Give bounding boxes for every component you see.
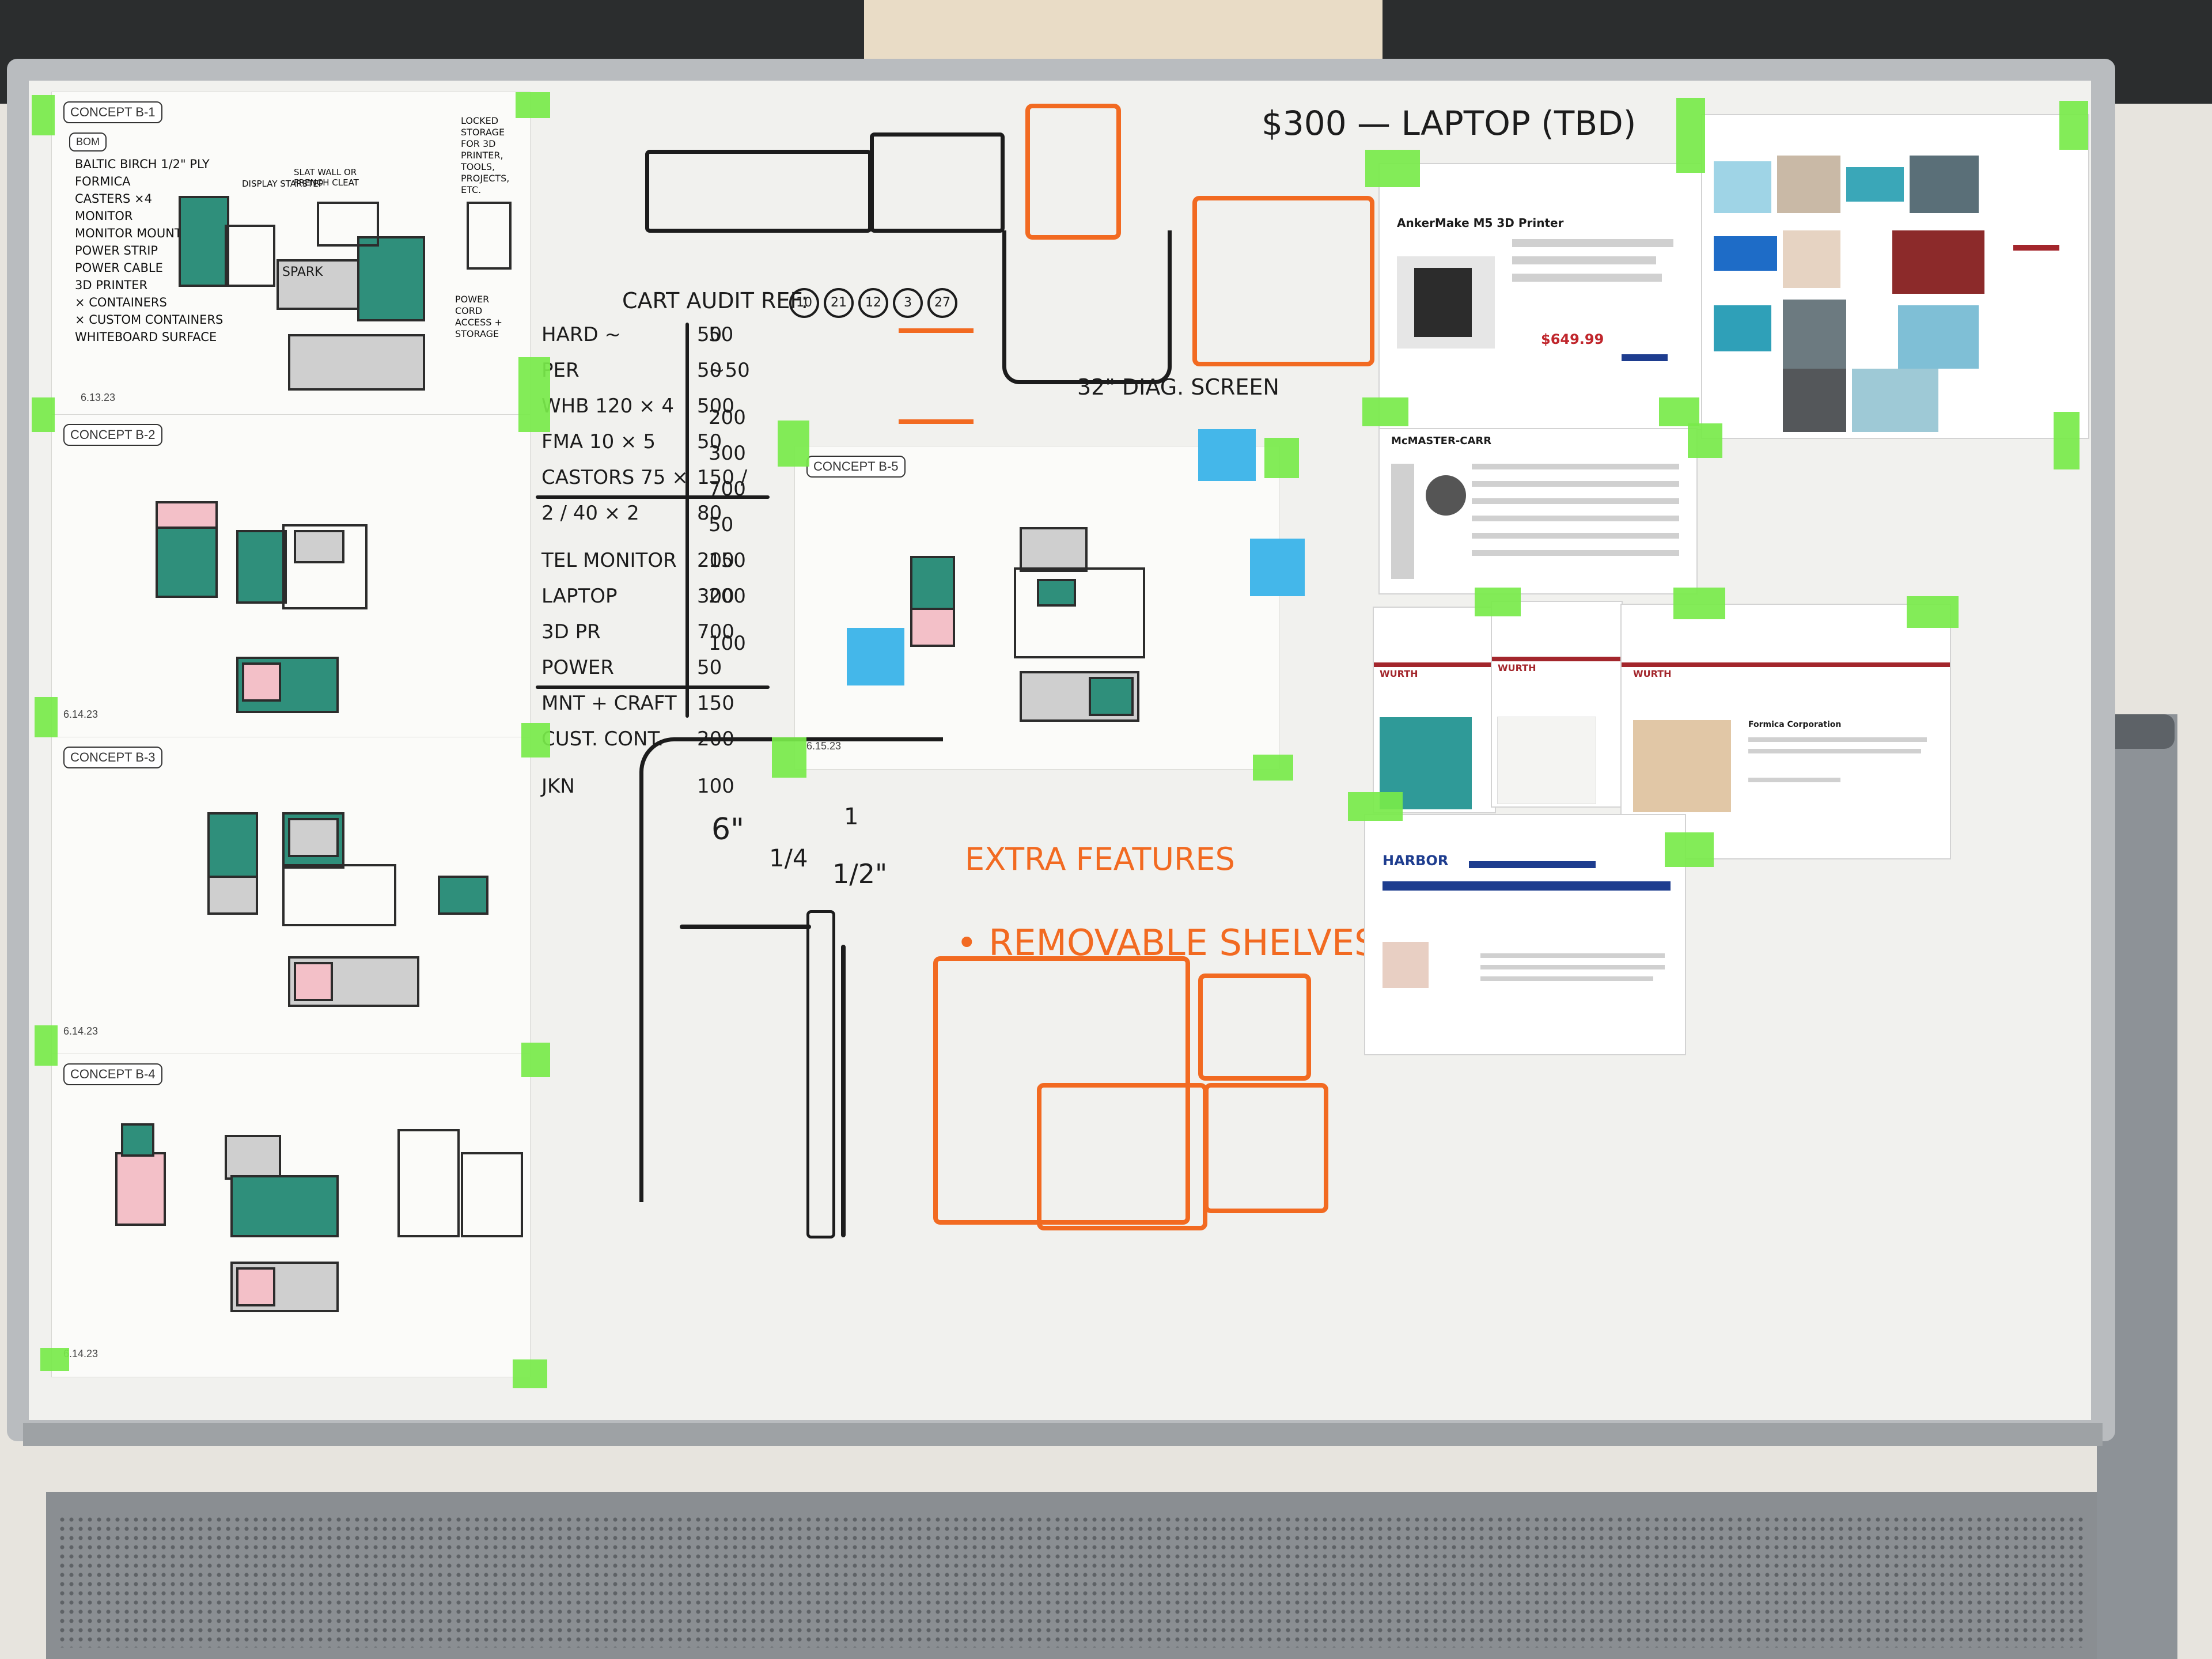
laptop-note: $300 — LAPTOP (TBD) (1262, 104, 1637, 143)
tape-strip (778, 421, 809, 467)
table-horizontal-divider (536, 495, 770, 499)
dimension-quarter: 1/4 (769, 844, 808, 872)
tape-strip (513, 1359, 547, 1388)
concept-date: 6.14.23 (63, 1348, 99, 1359)
concept-date: 6.14.23 (63, 709, 99, 720)
concept-sheet-b3: CONCEPT B-3 6.14.23 (52, 737, 530, 1054)
cart-audit-title: CART AUDIT REF: (622, 288, 809, 313)
tape-strip (1348, 792, 1403, 821)
concept-label: CONCEPT B-3 (63, 747, 162, 768)
budget-table-right-values-col: 50 50 500 50 150 / 80 200 300 700 50 150… (697, 323, 748, 798)
budget-table-left-values: 50 ~50 200 300 700 50 150 200 100 (709, 323, 750, 655)
rail-profile (841, 945, 846, 1237)
display-note: DISPLAY STARSTEP (242, 179, 324, 189)
tape-strip (772, 737, 806, 778)
bin-sketch (870, 132, 1005, 233)
table-horizontal-divider (536, 685, 770, 689)
dimension-half: 1/2" (832, 858, 888, 889)
cart-audit-refs: 10 21 12 3 27 (789, 288, 957, 318)
cart-sketch-orange (1192, 196, 1374, 366)
shelf-bin-sketch-orange (1037, 1083, 1207, 1230)
dimension-arrow (680, 925, 811, 929)
tape-strip (521, 1043, 550, 1077)
tape-strip (1362, 397, 1408, 426)
concept-date: 6.13.23 (81, 392, 116, 403)
tape-strip (1665, 832, 1714, 867)
concept-label: CONCEPT B-4 (63, 1063, 162, 1085)
shelf-sketch-orange (1025, 104, 1121, 240)
tape-strip (1688, 423, 1722, 458)
diag-screen-note: 32" DIAG. SCREEN (1077, 374, 1279, 400)
tape-strip (35, 697, 58, 737)
tape-strip (1264, 438, 1299, 478)
tape-strip (40, 1348, 69, 1371)
concept-sheet-b5: CONCEPT B-5 6.15.23 (795, 446, 1279, 769)
cabinet-sketch (645, 150, 872, 233)
sticky-note (1198, 429, 1256, 481)
storage-bins-printout (1702, 115, 2088, 438)
wurth-printout-1: WURTH (1374, 608, 1495, 812)
sticky-note (1250, 539, 1305, 596)
concept-label: CONCEPT B-1 (63, 101, 162, 123)
tape-strip (1673, 588, 1725, 619)
concept-sheet-b2: CONCEPT B-2 6.14.23 (52, 415, 530, 737)
shelf-bin-sketch-orange (1204, 1083, 1328, 1213)
concept-date: 6.14.23 (63, 1025, 99, 1037)
concept-date: 6.15.23 (806, 740, 842, 752)
tape-strip (32, 397, 55, 432)
stand-bottom-panel (46, 1492, 2097, 1659)
tape-strip (35, 1025, 58, 1066)
harbor-printout: HARBOR (1365, 815, 1685, 1054)
concept-label: CONCEPT B-2 (63, 424, 162, 446)
tape-strip (518, 357, 550, 432)
cable-sketch (1002, 230, 1172, 384)
shelf-unit-sketch-orange (933, 956, 1190, 1225)
tape-strip (2054, 412, 2080, 469)
bom-title: BOM (69, 132, 107, 151)
tape-strip (1365, 150, 1420, 187)
shelf-bin-sketch-orange (1198, 974, 1311, 1081)
tape-strip (516, 92, 550, 118)
budget-table-labels: HARD ~ PER WHB 120 × 4 FMA 10 × 5 CASTOR… (541, 323, 688, 798)
dimension-one: 1 (844, 804, 859, 830)
concept-label: CONCEPT B-5 (806, 456, 906, 478)
sticky-note (847, 628, 904, 685)
rail-profile (806, 910, 835, 1238)
marker-tray (23, 1423, 2103, 1446)
i-beam-sketch-orange (899, 328, 974, 424)
printer-product-printout: AnkerMake M5 3D Printer $649.99 (1380, 164, 1702, 429)
dimension-6: 6" (711, 812, 745, 847)
tape-strip (32, 95, 55, 135)
tape-strip (1253, 755, 1293, 781)
tape-strip (2059, 101, 2088, 150)
mcmaster-printout: McMASTER-CARR (1380, 429, 1696, 593)
tape-strip (1475, 588, 1521, 616)
extra-features-title: EXTRA FEATURES (965, 841, 1235, 877)
tape-strip (1676, 98, 1705, 173)
bracket-curve (639, 737, 943, 1202)
table-vertical-divider (685, 323, 689, 718)
tape-strip (1659, 397, 1699, 426)
concept-sheet-b4: CONCEPT B-4 6.14.23 (52, 1054, 530, 1377)
slat-wall-note: SLAT WALL OR FRENCH CLEAT (294, 167, 359, 188)
power-cord-note: POWER CORD ACCESS + STORAGE (455, 294, 502, 339)
wurth-printout-2: WURTH (1492, 602, 1622, 806)
tape-strip (1907, 596, 1959, 628)
locked-storage-note: LOCKED STORAGE FOR 3D PRINTER, TOOLS, PR… (461, 115, 510, 195)
tape-strip (521, 723, 550, 757)
